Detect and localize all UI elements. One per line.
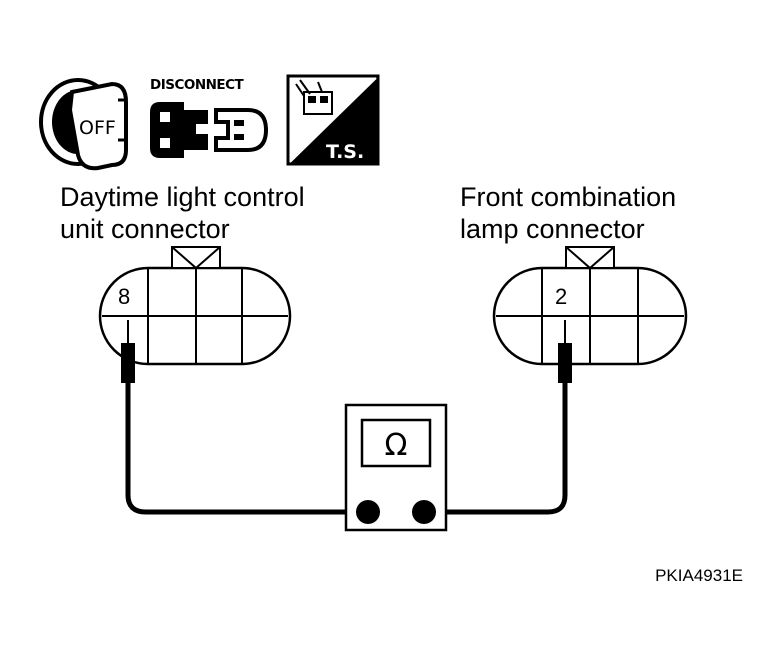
meter-jack-right [412, 500, 436, 524]
right-connector-label-line2: lamp connector [460, 214, 645, 244]
left-probe [121, 320, 135, 383]
ignition-off-text: OFF [79, 117, 116, 139]
left-connector-terminal: 8 [118, 284, 130, 309]
left-connector-label-line1: Daytime light control [60, 182, 305, 212]
ohmmeter: Ω [344, 403, 448, 532]
left-connector-label-line2: unit connector [60, 214, 230, 244]
test-tool-icon: T.S. [286, 74, 380, 166]
meter-jack-left [356, 500, 380, 524]
right-connector-label-line1: Front combination [460, 182, 676, 212]
disconnect-text: DISCONNECT [150, 77, 245, 93]
right-connector: 2 [492, 246, 688, 366]
disconnect-icon: DISCONNECT [150, 77, 269, 158]
figure-code: PKIA4931E [655, 566, 743, 585]
left-connector: 8 [98, 246, 292, 366]
ohm-symbol: Ω [385, 428, 408, 463]
right-connector-terminal: 2 [555, 284, 567, 309]
right-test-lead [424, 383, 568, 515]
right-probe [558, 320, 572, 383]
left-test-lead [125, 383, 368, 515]
test-tool-text: T.S. [326, 141, 364, 163]
connector-mini-icon [295, 79, 333, 115]
ignition-off-icon: OFF [39, 78, 128, 171]
